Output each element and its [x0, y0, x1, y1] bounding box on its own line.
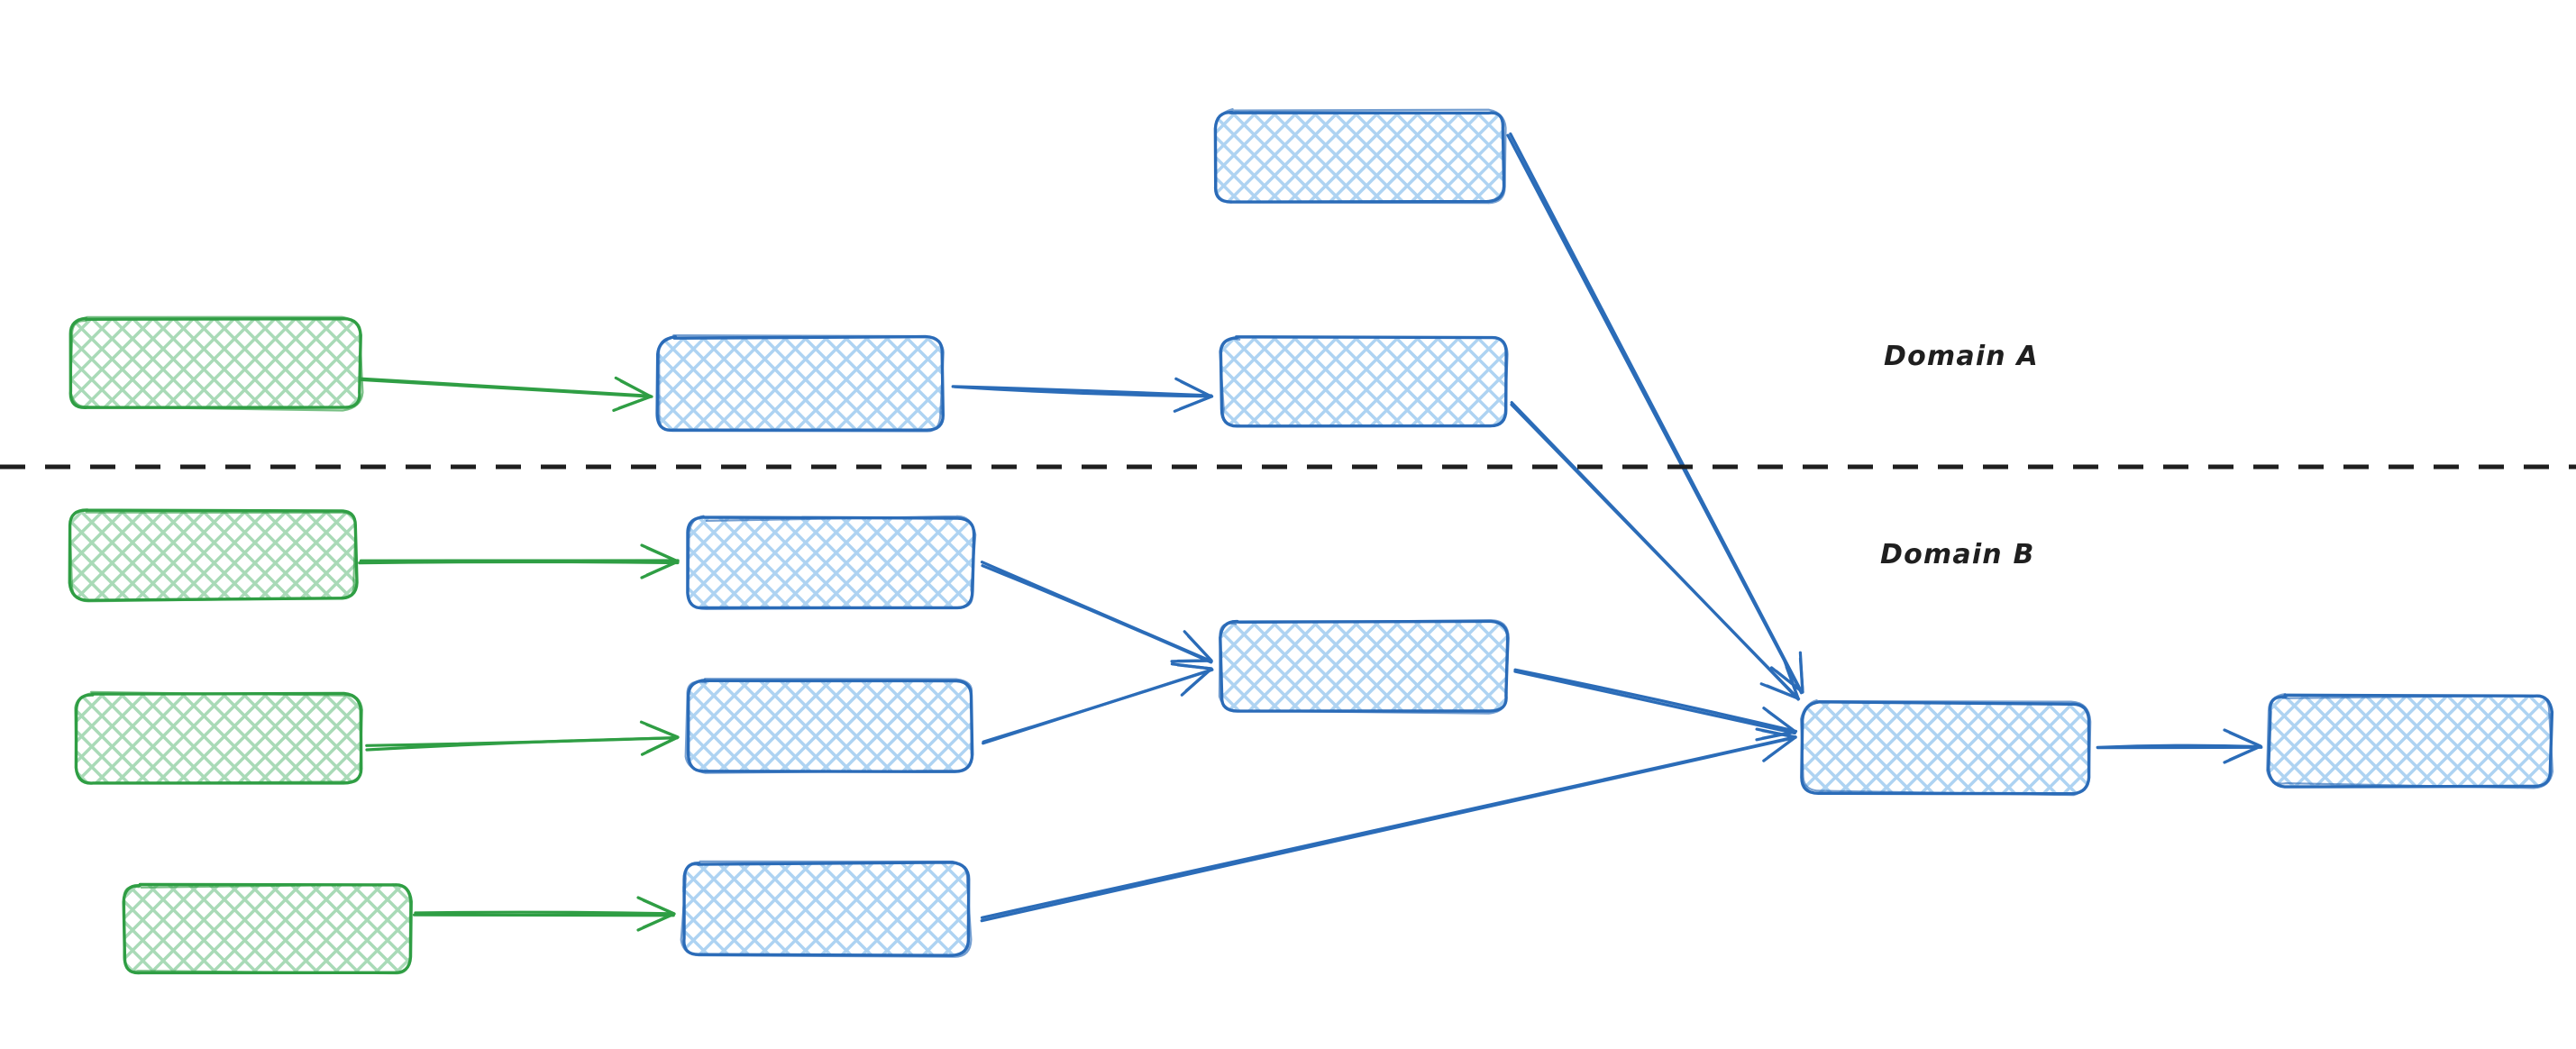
- edge-e2: [951, 377, 1214, 413]
- node-fill: [681, 862, 971, 956]
- edge-e3: [1506, 132, 1804, 695]
- node-fill: [1214, 111, 1504, 203]
- node-outline: [74, 690, 363, 785]
- node-outline: [680, 860, 973, 958]
- node-n-a-mid[interactable]: [655, 334, 945, 433]
- edge-e4: [1510, 401, 1801, 701]
- node-outline: [1214, 108, 1507, 205]
- node-n-b-src3[interactable]: [122, 882, 413, 975]
- edge-e8: [980, 561, 1213, 664]
- node-n-b-mid1[interactable]: [686, 515, 977, 610]
- node-fill: [2269, 695, 2552, 786]
- node-n-b-mid3[interactable]: [680, 860, 973, 958]
- node-fill: [686, 517, 974, 609]
- edge-e5: [358, 543, 680, 579]
- node-fill: [1220, 337, 1508, 427]
- node-outline: [1219, 335, 1509, 428]
- node-n-a-top[interactable]: [1213, 108, 1507, 205]
- node-outline: [1800, 699, 2092, 797]
- edge-e7: [413, 896, 676, 932]
- lane-label-domain-b: Domain B: [1880, 539, 2035, 570]
- edge-e10: [980, 727, 1797, 923]
- node-outline: [658, 334, 945, 433]
- node-n-a-right[interactable]: [1219, 335, 1509, 428]
- node-outline: [1219, 619, 1510, 713]
- node-outline: [2266, 693, 2554, 789]
- node-outline: [687, 515, 977, 610]
- edge-e6: [365, 720, 680, 756]
- node-outline: [123, 883, 412, 975]
- node-n-b-join[interactable]: [1218, 619, 1510, 715]
- edge-e9: [982, 662, 1214, 745]
- edge-e11: [1513, 668, 1798, 742]
- node-fill: [77, 693, 361, 784]
- node-n-b-src2[interactable]: [74, 690, 363, 785]
- node-outline: [684, 678, 973, 774]
- node-n-b-out[interactable]: [2266, 693, 2554, 789]
- node-fill: [123, 884, 411, 974]
- node-outline: [1218, 619, 1510, 715]
- node-outline: [69, 509, 357, 603]
- node-n-a-src[interactable]: [69, 315, 364, 412]
- node-fill: [1802, 702, 2089, 793]
- node-fill: [69, 509, 357, 600]
- node-fill: [687, 680, 972, 771]
- node-n-b-mid2[interactable]: [684, 678, 974, 774]
- node-n-b-src1[interactable]: [68, 508, 359, 603]
- node-n-b-hub[interactable]: [1800, 699, 2092, 797]
- lane-label-domain-a: Domain A: [1884, 341, 2039, 372]
- node-outline: [2267, 693, 2554, 789]
- edge-e12: [2096, 728, 2263, 764]
- edge-layer: [358, 132, 2263, 932]
- node-fill: [70, 318, 361, 409]
- node-layer: [68, 108, 2554, 975]
- node-fill: [657, 337, 944, 431]
- edge-e1: [358, 376, 653, 412]
- node-outline: [69, 315, 364, 412]
- node-fill: [1221, 620, 1508, 712]
